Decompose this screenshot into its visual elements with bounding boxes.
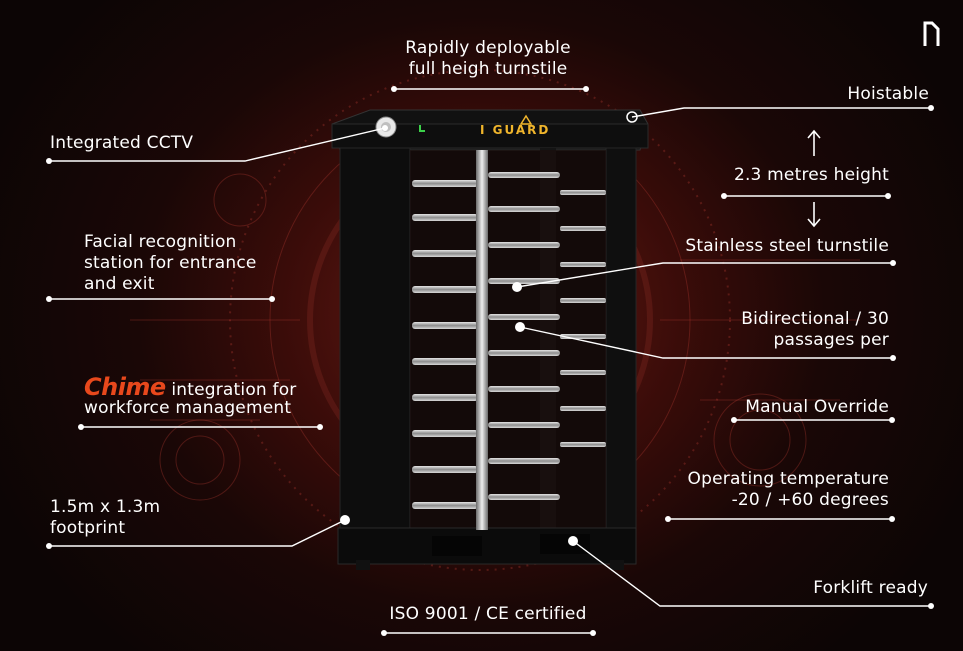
leader-lines bbox=[49, 88, 931, 634]
label-height: 2.3 metres height bbox=[733, 165, 889, 185]
label-rapidly-deployable: Rapidly deployable full heigh turnstile bbox=[405, 38, 571, 79]
chime-brand-logo: Chime bbox=[84, 373, 166, 401]
chime-integration-text: integration for bbox=[165, 380, 297, 400]
status-led-icon bbox=[419, 125, 425, 132]
turnstile-cage bbox=[331, 109, 649, 570]
label-iso-certified: ISO 9001 / CE certified bbox=[389, 604, 587, 624]
n-brand-logo-icon bbox=[923, 21, 940, 46]
label-forklift-ready: Forklift ready bbox=[813, 578, 928, 598]
label-workforce-management: workforce management bbox=[84, 398, 292, 418]
leader-dots bbox=[46, 86, 934, 636]
label-stainless-steel: Stainless steel turnstile bbox=[685, 236, 889, 256]
turnstile-arms bbox=[412, 172, 606, 509]
label-chime-integration: Chime integration for bbox=[84, 372, 297, 405]
label-hoistable: Hoistable bbox=[847, 84, 929, 104]
turnstile-pole bbox=[476, 150, 488, 530]
label-integrated-cctv: Integrated CCTV bbox=[50, 133, 194, 153]
label-operating-temperature: Operating temperature -20 / +60 degrees bbox=[687, 469, 889, 510]
down-arrow-icon bbox=[807, 202, 821, 228]
label-manual-override: Manual Override bbox=[745, 397, 889, 417]
shield-icon bbox=[519, 114, 533, 125]
label-bidirectional: Bidirectional / 30 passages per bbox=[741, 309, 889, 350]
label-facial-recognition: Facial recognition station for entrance … bbox=[84, 232, 257, 294]
up-arrow-icon bbox=[807, 129, 821, 156]
product-brand-name: I GUARD bbox=[480, 123, 551, 137]
label-footprint: 1.5m x 1.3m footprint bbox=[50, 497, 161, 538]
